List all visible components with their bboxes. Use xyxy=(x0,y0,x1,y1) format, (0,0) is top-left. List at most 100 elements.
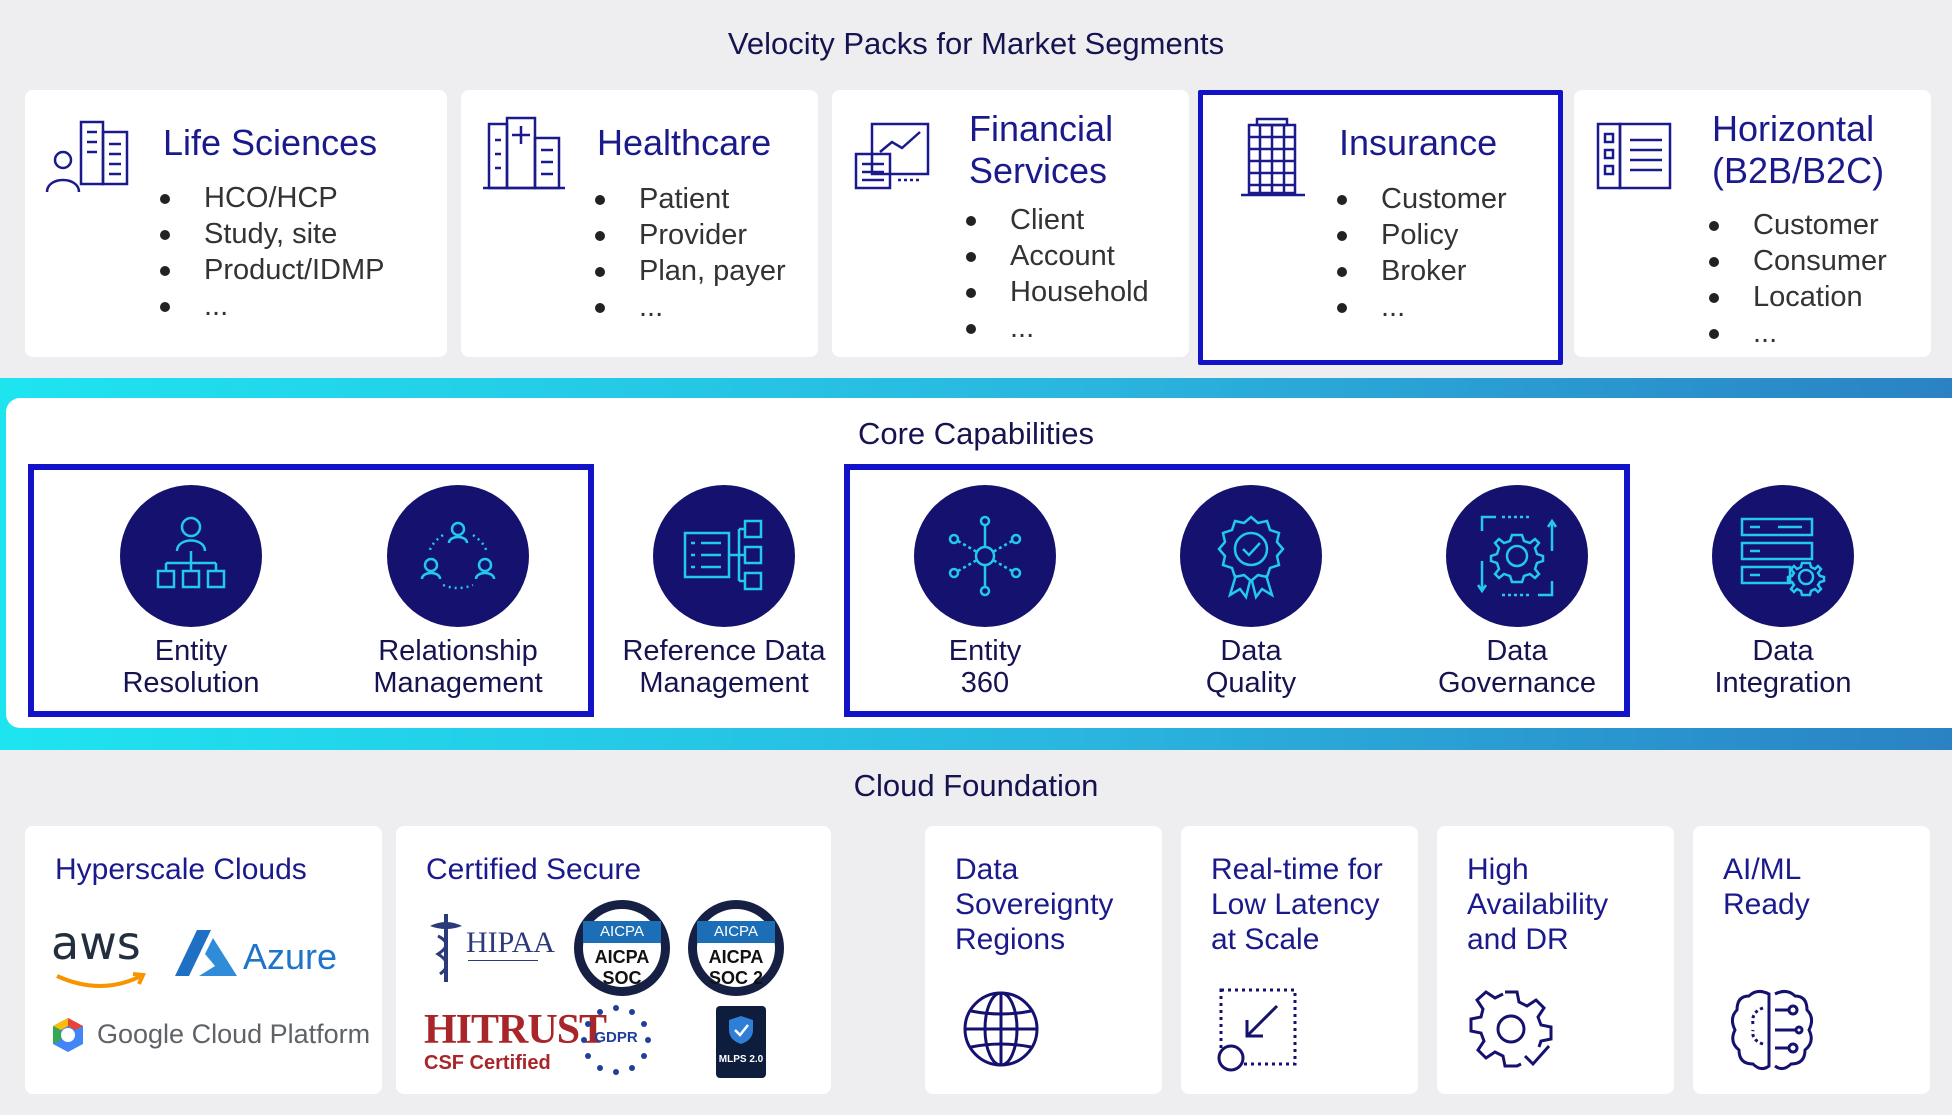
hub-network-icon xyxy=(948,515,1022,597)
soc-label: AICPA SOC xyxy=(594,947,650,988)
capability-label-line: Entity xyxy=(154,635,228,667)
segment-card-healthcare[interactable]: Healthcare Patient Provider Plan, payer … xyxy=(461,90,818,357)
segment-list: Patient Provider Plan, payer ... xyxy=(595,181,786,325)
real-time-card[interactable]: Real-time for Low Latency at Scale xyxy=(1181,826,1418,1094)
market-segments-heading: Velocity Packs for Market Segments xyxy=(727,26,1225,61)
list-item: Study, site xyxy=(160,216,385,252)
list-item: Customer xyxy=(1337,181,1507,217)
capability-label-line: Integration xyxy=(1714,667,1852,699)
list-item: Plan, payer xyxy=(595,253,786,289)
brain-circuit-icon xyxy=(1730,989,1814,1071)
card-title-line: High xyxy=(1467,853,1529,886)
capability-data-governance[interactable]: Data Governance xyxy=(1402,485,1632,699)
card-title-line: Low Latency xyxy=(1211,888,1380,921)
segment-title: Healthcare xyxy=(597,122,772,163)
list-item: HCO/HCP xyxy=(160,180,385,216)
google-cloud-logo: Google Cloud Platform xyxy=(97,1019,371,1049)
list-item: ... xyxy=(966,310,1149,346)
hipaa-logo: HIPAA xyxy=(466,926,555,959)
award-badge-icon xyxy=(1217,515,1285,600)
capability-label-line: Management xyxy=(639,667,809,699)
list-item: Policy xyxy=(1337,217,1507,253)
mlps-label: MLPS 2.0 xyxy=(718,1054,764,1065)
aicpa-soc-badge: AICPA AICPA SOC xyxy=(574,900,670,996)
capability-label-line: Management xyxy=(373,667,543,699)
card-title-line: Sovereignty xyxy=(955,888,1114,921)
hyperscale-clouds-card[interactable]: Hyperscale Clouds aws Azure Google Cloud… xyxy=(25,826,382,1094)
capability-label-line: Entity xyxy=(948,635,1022,667)
capability-circle xyxy=(120,485,262,627)
segment-card-life-sciences[interactable]: Life Sciences HCO/HCP Study, site Produc… xyxy=(25,90,447,357)
capability-circle xyxy=(1446,485,1588,627)
list-item: Patient xyxy=(595,181,786,217)
segment-title-line: (B2B/B2C) xyxy=(1712,150,1885,191)
segment-title-line: Horizontal xyxy=(1712,108,1875,149)
cloud-foundation-heading: Cloud Foundation xyxy=(853,768,1099,803)
capability-label: Entity 360 xyxy=(870,635,1100,699)
capability-label-line: Relationship xyxy=(378,635,538,667)
segment-card-horizontal[interactable]: Horizontal (B2B/B2C) Customer Consumer L… xyxy=(1574,90,1931,357)
capability-reference-data-management[interactable]: Reference Data Management xyxy=(609,485,839,699)
card-title: Data Sovereignty Regions xyxy=(955,852,1113,957)
capability-circle xyxy=(1180,485,1322,627)
hierarchy-person-icon xyxy=(156,516,226,589)
data-sovereignty-card[interactable]: Data Sovereignty Regions xyxy=(925,826,1162,1094)
gdpr-label: GDPR xyxy=(594,1029,638,1046)
capability-group-box xyxy=(28,464,594,717)
segment-list: Client Account Household ... xyxy=(966,202,1149,346)
list-item: Household xyxy=(966,274,1149,310)
capability-label-line: Governance xyxy=(1438,667,1596,699)
capability-entity-resolution[interactable]: Entity Resolution xyxy=(76,485,306,699)
financial-chart-icon xyxy=(854,122,930,190)
high-availability-card[interactable]: High Availability and DR xyxy=(1437,826,1674,1094)
gear-check-icon xyxy=(1469,990,1553,1068)
segment-title: Life Sciences xyxy=(163,122,378,163)
segment-card-insurance[interactable]: Insurance Customer Policy Broker ... xyxy=(1198,90,1563,365)
segment-list: HCO/HCP Study, site Product/IDMP ... xyxy=(160,180,385,324)
capability-label-line: Data xyxy=(1486,635,1548,667)
capability-group-box xyxy=(844,464,1630,717)
card-title-line: AI/ML xyxy=(1723,853,1802,886)
gdpr-stars-icon xyxy=(581,1005,651,1075)
capability-circle xyxy=(1712,485,1854,627)
capability-label: Entity Resolution xyxy=(76,635,306,699)
ai-ml-card[interactable]: AI/ML Ready xyxy=(1693,826,1930,1094)
aicpa-label: AICPA xyxy=(583,921,661,943)
certified-secure-card[interactable]: Certified Secure HIPAA AICPA AICPA SOC A… xyxy=(396,826,831,1094)
shield-check-icon xyxy=(729,1016,753,1044)
google-cloud-icon xyxy=(53,1018,83,1052)
capability-label: Data Governance xyxy=(1402,635,1632,699)
list-item: Broker xyxy=(1337,253,1507,289)
aws-logo: aws xyxy=(51,916,141,970)
aicpa-label: AICPA xyxy=(697,921,775,943)
capability-data-quality[interactable]: Data Quality xyxy=(1136,485,1366,699)
aws-smile-icon xyxy=(56,972,146,988)
capability-circle xyxy=(914,485,1056,627)
list-item: ... xyxy=(1709,315,1887,351)
office-building-icon xyxy=(1241,117,1305,197)
card-title-line: Availability xyxy=(1467,888,1609,921)
list-item: ... xyxy=(595,289,786,325)
globe-icon xyxy=(963,991,1039,1067)
capability-entity-360[interactable]: Entity 360 xyxy=(870,485,1100,699)
aicpa-soc2-badge: AICPA AICPA SOC 2 xyxy=(688,900,784,996)
segment-card-financial-services[interactable]: Financial Services Client Account Househ… xyxy=(832,90,1189,357)
capability-relationship-management[interactable]: Relationship Management xyxy=(343,485,573,699)
hitrust-subtitle: CSF Certified xyxy=(424,1052,551,1074)
segment-list: Customer Consumer Location ... xyxy=(1709,207,1887,351)
capability-label: Data Quality xyxy=(1136,635,1366,699)
list-item: Location xyxy=(1709,279,1887,315)
life-sciences-icon xyxy=(45,120,129,193)
list-item: Consumer xyxy=(1709,243,1887,279)
card-title-line: and DR xyxy=(1467,923,1569,956)
hospital-icon xyxy=(483,116,565,190)
list-item: ... xyxy=(160,288,385,324)
segment-title-line: Financial xyxy=(969,108,1114,149)
capability-data-integration[interactable]: Data Integration xyxy=(1668,485,1898,699)
hipaa-subtitle-rule xyxy=(468,960,538,978)
hitrust-logo: HITRUST xyxy=(424,1007,607,1053)
segment-title: Financial Services xyxy=(969,108,1113,192)
capability-label-line: Data xyxy=(1752,635,1814,667)
capability-label-line: Quality xyxy=(1205,667,1297,699)
capability-label: Relationship Management xyxy=(343,635,573,699)
